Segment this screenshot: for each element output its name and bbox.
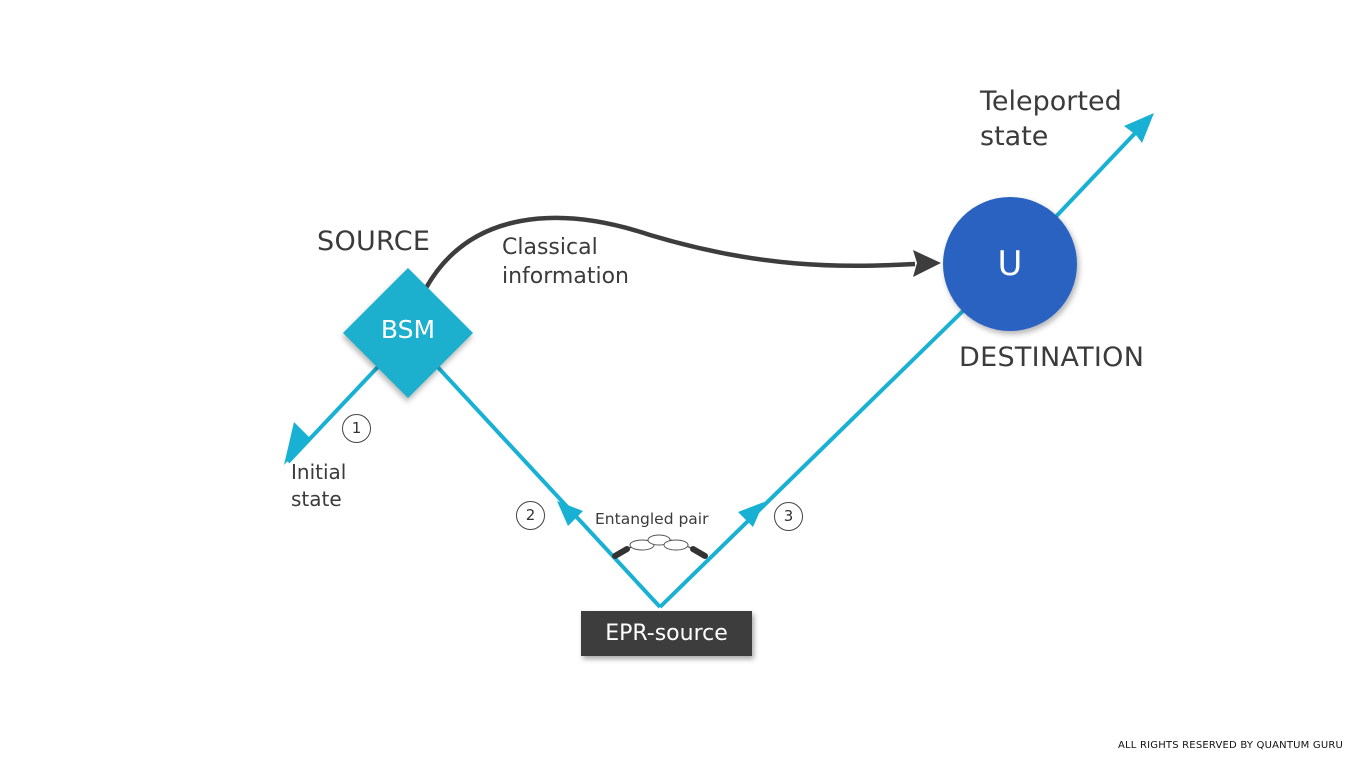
copyright-footer: ALL RIGHTS RESERVED BY QUANTUM GURU [1118,740,1344,751]
entangled-pair-icon [612,534,708,559]
initial-line-2: state [291,487,342,511]
step-2-marker: 2 [516,501,545,530]
bsm-label: BSM [380,315,436,344]
destination-label: DESTINATION [959,342,1145,373]
teleported-line-2: state [980,121,1049,152]
teleported-state-label: Teleported state [980,84,1122,154]
classical-arrowhead [913,250,941,277]
step-1-marker: 1 [342,414,371,443]
teleported-beam-arrowhead [1124,113,1154,143]
entangled-beam-left [406,333,662,609]
step-3-marker: 3 [774,502,803,531]
u-node [943,197,1077,331]
initial-line-1: Initial [291,460,347,484]
teleported-line-1: Teleported [980,86,1122,117]
classical-line-2: information [502,264,629,289]
initial-state-label: Initial state [291,459,346,513]
entangled-beam-right [658,263,1012,609]
initial-beam-arrowhead [284,422,317,465]
classical-information-arrow [424,215,916,290]
u-label: U [997,244,1023,284]
beam-2-arrowhead [557,501,583,526]
classical-information-label: Classical information [502,233,629,291]
source-label: SOURCE [317,226,431,257]
classical-line-1: Classical [502,235,598,260]
beam-3-arrowhead [738,502,764,527]
epr-source-box: EPR-source [581,611,752,656]
entangled-pair-label: Entangled pair [595,510,709,528]
bsm-node [342,267,474,399]
